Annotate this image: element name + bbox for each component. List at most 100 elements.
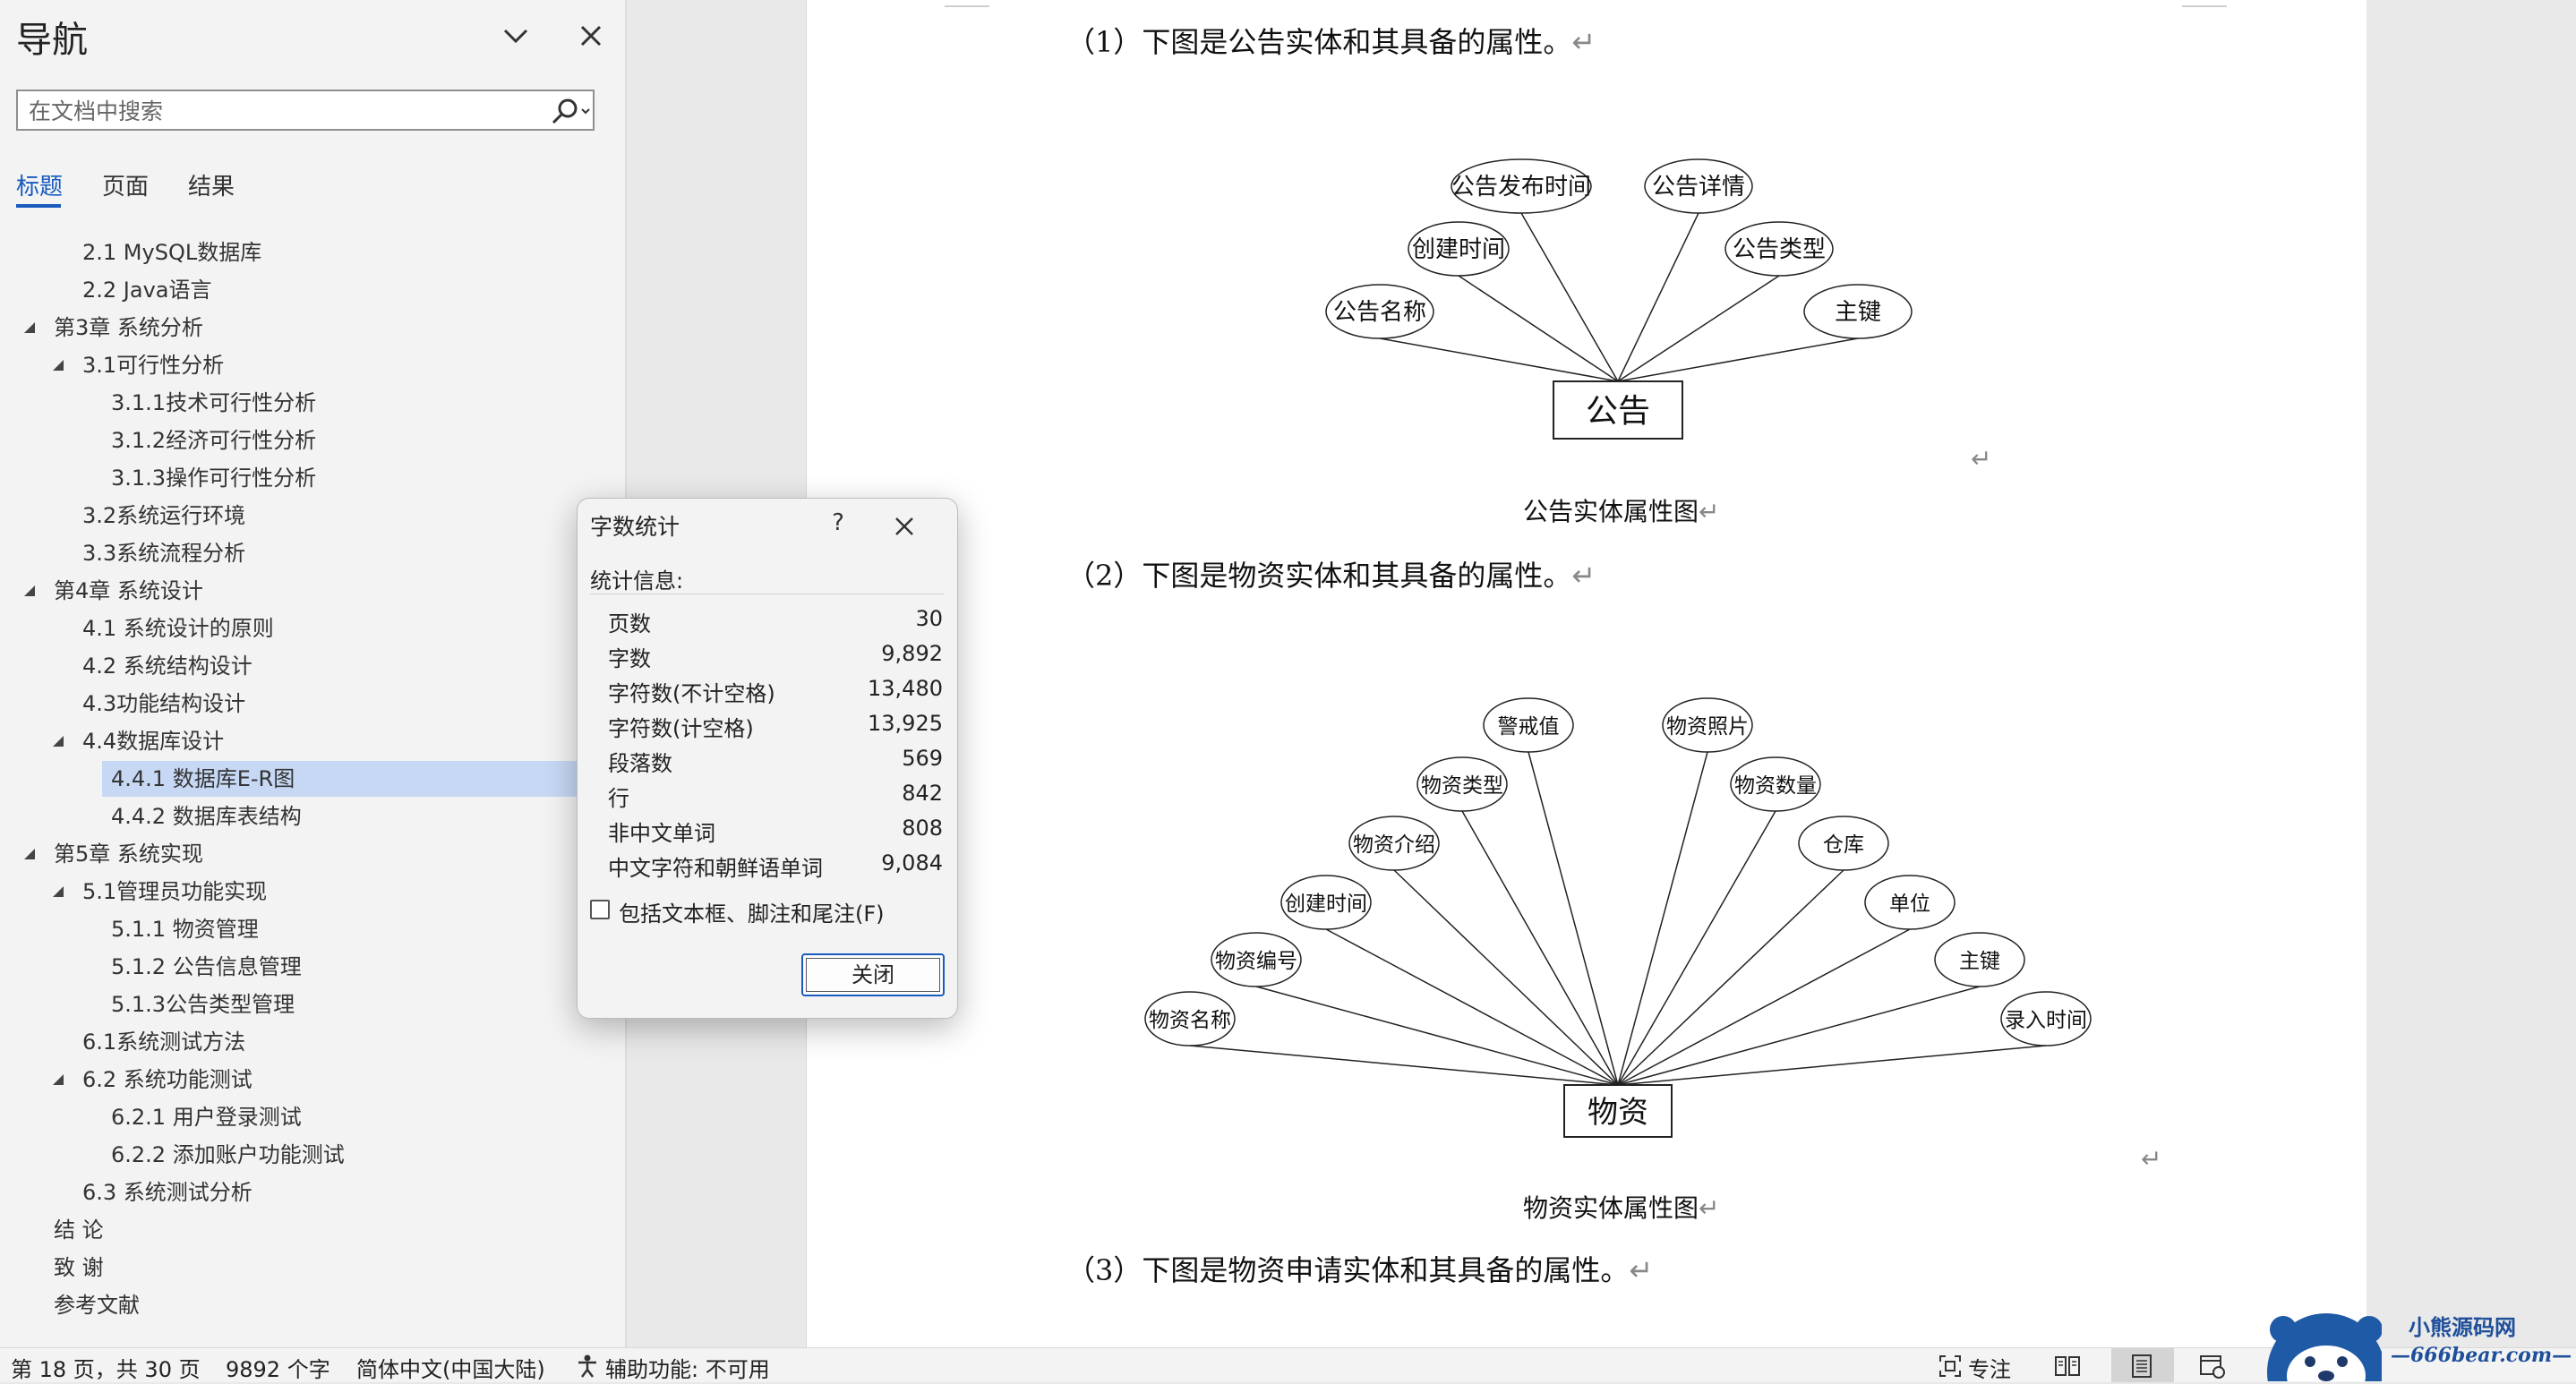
attribute-label: 仓库: [1823, 833, 1864, 857]
outline-item[interactable]: 2.2 Java语言: [82, 272, 212, 308]
web-layout-icon[interactable]: [2199, 1354, 2226, 1384]
outline-item[interactable]: 结 论: [54, 1212, 104, 1248]
checkbox[interactable]: [590, 900, 610, 919]
outline-item[interactable]: 6.2.1 用户登录测试: [111, 1099, 302, 1135]
relationship-line: [1617, 869, 1844, 1086]
relationship-line: [1189, 1045, 1619, 1086]
collapse-caret-icon[interactable]: [23, 321, 36, 334]
attribute-label: 物资名称: [1149, 1009, 1231, 1032]
relationship-line: [1520, 212, 1619, 382]
outline-item[interactable]: 5.1管理员功能实现: [82, 874, 267, 910]
attribute-ellipse: [1662, 697, 1753, 753]
outline-item[interactable]: 6.3 系统测试分析: [82, 1175, 252, 1210]
stat-value: 9,892: [881, 641, 943, 666]
outline-item[interactable]: 5.1.3公告类型管理: [111, 987, 295, 1022]
read-mode-icon[interactable]: [2054, 1354, 2081, 1384]
collapse-caret-icon[interactable]: [52, 885, 64, 898]
outline-item[interactable]: 4.2 系统结构设计: [82, 648, 252, 684]
outline-item[interactable]: 第5章 系统实现: [54, 836, 203, 872]
tab-headings[interactable]: 标题: [16, 174, 64, 201]
outline-item[interactable]: 6.1系统测试方法: [82, 1024, 245, 1060]
attribute-label: 公告发布时间: [1451, 174, 1591, 201]
dialog-title: 字数统计: [590, 514, 680, 540]
collapse-caret-icon[interactable]: [23, 585, 36, 597]
outline-item-label: 4.2 系统结构设计: [82, 654, 252, 679]
outline-item[interactable]: 第3章 系统分析: [54, 310, 203, 346]
outline-item[interactable]: 3.3系统流程分析: [82, 535, 245, 571]
outline-item-label: 结 论: [54, 1217, 104, 1243]
stat-value: 9,084: [881, 850, 943, 876]
caption-1[interactable]: 公告实体属性图↵: [1523, 497, 1720, 526]
paragraph-2[interactable]: （2）下图是物资实体和其具备的属性。↵: [1066, 559, 1596, 593]
help-button[interactable]: ?: [832, 509, 844, 536]
attribute-label: 物资数量: [1734, 774, 1817, 798]
caption-2[interactable]: 物资实体属性图↵: [1523, 1193, 1720, 1223]
chevron-down-icon[interactable]: [498, 18, 534, 54]
focus-mode[interactable]: 专注: [1968, 1357, 2011, 1382]
collapse-caret-icon[interactable]: [52, 359, 64, 372]
active-tab-indicator: [16, 204, 61, 208]
outline-item[interactable]: 5.1.2 公告信息管理: [111, 949, 302, 985]
outline-item[interactable]: 参考文献: [54, 1287, 140, 1323]
outline-item[interactable]: 4.4.2 数据库表结构: [111, 799, 302, 834]
relationship-line: [1617, 810, 1776, 1086]
close-icon[interactable]: [573, 18, 609, 54]
er-diagram-material: 物资名称物资编号创建时间物资介绍物资类型警戒值物资照片物资数量仓库单位主键录入时…: [1144, 697, 2092, 1138]
focus-icon[interactable]: [1938, 1354, 1963, 1384]
outline-item[interactable]: 5.1.1 物资管理: [111, 911, 259, 947]
tab-results[interactable]: 结果: [188, 174, 235, 201]
attribute-ellipse: [1724, 221, 1834, 277]
print-layout-button[interactable]: [2111, 1348, 2174, 1382]
outline-item[interactable]: 3.1.2经济可行性分析: [111, 423, 316, 458]
search-icon[interactable]: [548, 96, 593, 126]
paragraph-1[interactable]: （1）下图是公告实体和其具备的属性。↵: [1066, 25, 1596, 59]
relationship-line: [1393, 869, 1619, 1086]
language[interactable]: 简体中文(中国大陆): [356, 1357, 545, 1382]
outline-item-label: 5.1.3公告类型管理: [111, 992, 295, 1017]
outline-item[interactable]: 6.2.2 添加账户功能测试: [111, 1137, 345, 1173]
statistics-heading: 统计信息:: [590, 568, 684, 594]
outline-item-label: 致 谢: [54, 1255, 104, 1280]
er-diagram-notice: 公告名称创建时间公告发布时间公告详情公告类型主键公告: [1325, 158, 1913, 440]
search-box: [16, 90, 595, 131]
collapse-caret-icon[interactable]: [23, 848, 36, 860]
outline-item[interactable]: 3.2系统运行环境: [82, 498, 245, 534]
word-count[interactable]: 9892 个字: [226, 1357, 330, 1382]
attribute-ellipse: [1211, 932, 1302, 987]
outline-item[interactable]: 3.1可行性分析: [82, 347, 224, 383]
outline-item-label: 6.1系统测试方法: [82, 1029, 246, 1055]
relationship-line: [1461, 810, 1619, 1086]
paragraph-3[interactable]: （3）下图是物资申请实体和其具备的属性。↵: [1066, 1253, 1654, 1287]
outline-item[interactable]: 6.2 系统功能测试: [82, 1062, 252, 1098]
collapse-caret-icon[interactable]: [52, 1073, 64, 1086]
attribute-label: 公告详情: [1652, 174, 1745, 201]
outline-item[interactable]: 4.3功能结构设计: [82, 686, 245, 722]
watermark-site: —666bear.com—: [2391, 1344, 2572, 1367]
outline-item[interactable]: 4.4数据库设计: [82, 723, 224, 759]
relationship-line: [1617, 337, 1859, 382]
attribute-ellipse: [1416, 756, 1508, 812]
close-icon[interactable]: [887, 511, 921, 543]
outline-item-label: 5.1.2 公告信息管理: [111, 954, 302, 979]
collapse-caret-icon[interactable]: [52, 735, 64, 748]
search-input[interactable]: [27, 95, 550, 127]
stat-value: 13,480: [868, 676, 943, 701]
outline-item[interactable]: 4.4.1 数据库E-R图: [102, 761, 582, 797]
outline-item[interactable]: 致 谢: [54, 1250, 104, 1286]
accessibility-icon[interactable]: [575, 1354, 600, 1384]
watermark-logo: 小熊源码网 —666bear.com—: [2256, 1303, 2576, 1381]
tab-pages[interactable]: 页面: [102, 174, 150, 201]
document-page[interactable]: （1）下图是公告实体和其具备的属性。↵ 公告名称创建时间公告发布时间公告详情公告…: [806, 0, 2367, 1347]
outline-item-label: 6.3 系统测试分析: [82, 1180, 252, 1205]
attribute-ellipse: [1348, 816, 1440, 871]
outline-item[interactable]: 3.1.1技术可行性分析: [111, 385, 316, 421]
accessibility-status[interactable]: 辅助功能: 不可用: [605, 1357, 770, 1382]
outline-item[interactable]: 2.1 MySQL数据库: [82, 235, 261, 270]
outline-item-label: 5.1.1 物资管理: [111, 917, 259, 942]
outline-item[interactable]: 第4章 系统设计: [54, 573, 203, 609]
outline-item[interactable]: 4.1 系统设计的原则: [82, 611, 274, 646]
page-count[interactable]: 第 18 页，共 30 页: [11, 1357, 201, 1382]
close-button[interactable]: 关闭: [801, 953, 945, 996]
outline-item[interactable]: 3.1.3操作可行性分析: [111, 460, 316, 496]
